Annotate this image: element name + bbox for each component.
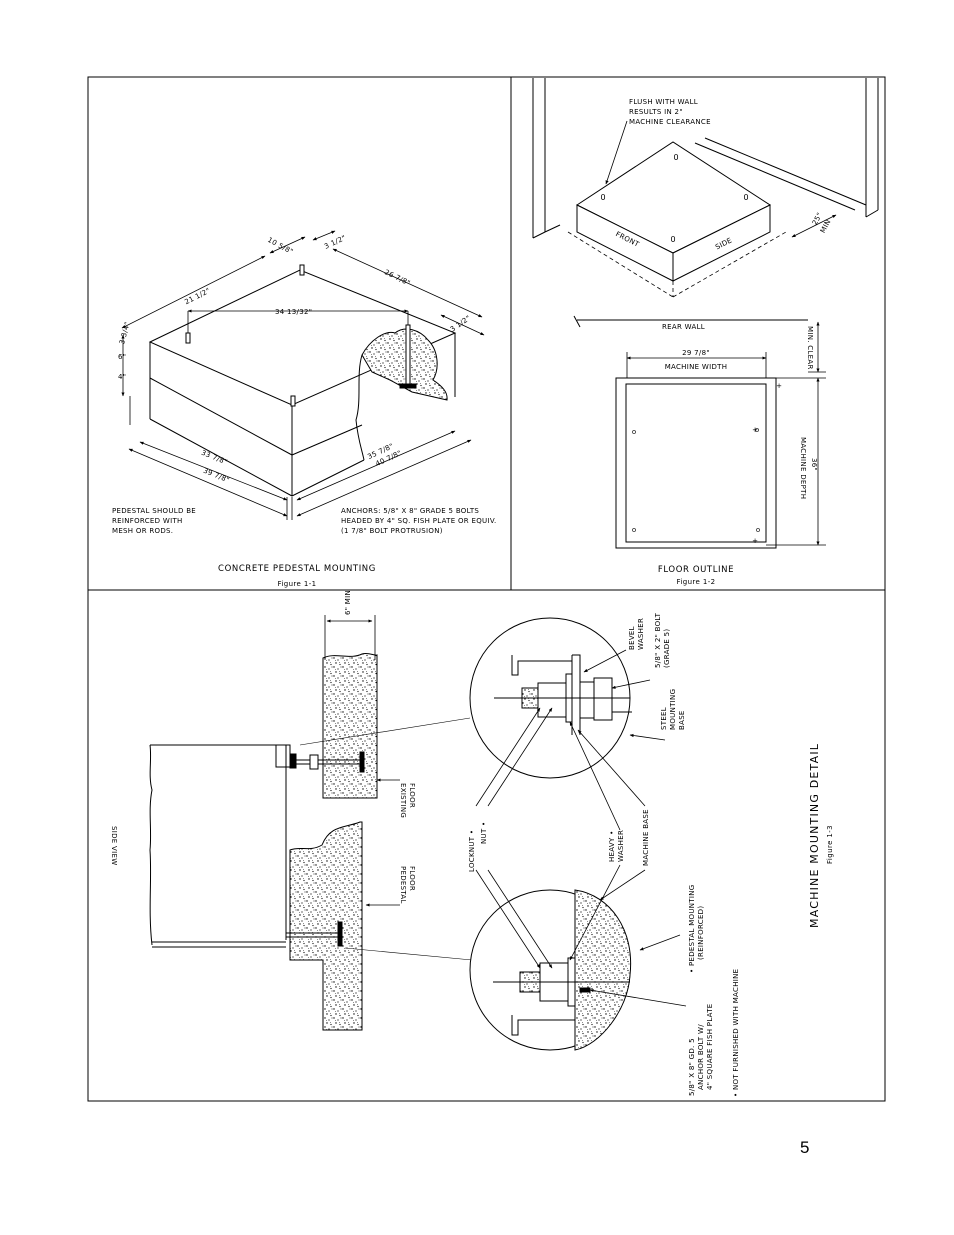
figure-1-2: 0 0 0 0 FLUSH WITH WALL RESULTS IN 2" MA… bbox=[532, 78, 879, 586]
bevel-washer-label-2: WASHER bbox=[637, 618, 645, 650]
figure-1-1: 10 5/8" 3 1/2" 21 1/2" 26 7/8" 34 13/32"… bbox=[112, 230, 497, 588]
pedestal-floor-slab bbox=[289, 821, 363, 1031]
svg-text:+: + bbox=[752, 537, 758, 545]
figure-frame bbox=[87, 76, 886, 1102]
figure-1-1-number: Figure 1-1 bbox=[277, 580, 316, 588]
heavy-washer-label-2: WASHER bbox=[617, 830, 625, 862]
svg-text:ANCHORS: 5/8" X 8" GRADE 5 BOL: ANCHORS: 5/8" X 8" GRADE 5 BOLTS bbox=[341, 507, 479, 515]
svg-text:o: o bbox=[756, 526, 760, 534]
depth-dimension bbox=[766, 377, 826, 546]
width-value: 29 7/8" bbox=[682, 349, 710, 357]
dim-3-1-2-right: 3 1/2" bbox=[449, 314, 472, 334]
pedestal-mounting-label-2: (REINFORCED) bbox=[697, 906, 705, 960]
svg-text:o: o bbox=[632, 428, 636, 436]
bevel-washer-label-1: BEVEL bbox=[628, 626, 636, 650]
pedestal-floor-label-2: FLOOR bbox=[408, 866, 416, 891]
plan-bolt-holes: o o o o + + + bbox=[632, 382, 782, 545]
steel-base-label-1: STEEL bbox=[660, 707, 668, 730]
steel-base-label-2: MOUNTING bbox=[669, 689, 677, 730]
width-dimension bbox=[626, 352, 767, 378]
floor-outline-dashes bbox=[567, 231, 787, 298]
anchor-bolt-label-2: ANCHOR BOLT W/ bbox=[697, 1024, 705, 1090]
machine-side-view bbox=[149, 744, 291, 948]
svg-text:o: o bbox=[755, 426, 759, 434]
depth-label: MACHINE DEPTH bbox=[799, 437, 807, 499]
svg-text:HEADED BY 4" SQ. FISH PLATE OR: HEADED BY 4" SQ. FISH PLATE OR EQUIV. bbox=[341, 517, 497, 525]
dim-4: 4" bbox=[118, 373, 126, 381]
figure-1-2-number: Figure 1-2 bbox=[676, 578, 715, 586]
figure-1-3: SIDE VIEW 6" MIN EXISTING F bbox=[110, 590, 834, 1097]
svg-text:0: 0 bbox=[670, 235, 675, 244]
existing-floor-slab bbox=[322, 652, 378, 799]
dim-26-7-8: 26 7/8" bbox=[383, 268, 411, 287]
pedestal-anchor-bolt bbox=[286, 921, 343, 947]
width-label: MACHINE WIDTH bbox=[665, 363, 728, 371]
figure-1-3-title: MACHINE MOUNTING DETAIL bbox=[808, 743, 821, 928]
bolt-top-label-1: 5/8" X 2" BOLT bbox=[654, 612, 662, 668]
svg-text:0: 0 bbox=[600, 193, 605, 202]
dim-3-1-2-top: 3 1/2" bbox=[323, 234, 347, 251]
anchor-bolt-label-3: 4" SQUARE FISH PLATE bbox=[706, 1003, 714, 1090]
svg-text:+: + bbox=[776, 382, 782, 390]
nut-label: NUT • bbox=[480, 822, 488, 845]
page-number: 5 bbox=[800, 1138, 810, 1157]
existing-anchor-bolt bbox=[289, 751, 365, 773]
dim-34-13-32: 34 13/32" bbox=[275, 308, 312, 316]
machine-outline bbox=[615, 377, 777, 549]
side-view-label: SIDE VIEW bbox=[110, 826, 118, 865]
cutaway-concrete bbox=[361, 328, 448, 401]
bolt-top-label-2: (GRADE 5) bbox=[663, 629, 671, 668]
svg-text:+: + bbox=[752, 426, 758, 434]
figure-1-3-number: Figure 1-3 bbox=[826, 825, 834, 864]
min-25-dimension bbox=[791, 214, 837, 238]
detail-connectors bbox=[299, 717, 473, 961]
svg-text:PEDESTAL SHOULD BE: PEDESTAL SHOULD BE bbox=[112, 507, 196, 515]
rear-walls bbox=[532, 78, 879, 239]
svg-text:RESULTS IN 2": RESULTS IN 2" bbox=[629, 108, 683, 116]
detail-leaders bbox=[475, 649, 687, 1007]
svg-text:MESH OR RODS.: MESH OR RODS. bbox=[112, 527, 173, 535]
svg-text:0: 0 bbox=[743, 193, 748, 202]
pedestal-note: PEDESTAL SHOULD BE REINFORCED WITH MESH … bbox=[112, 507, 196, 535]
pedestal-mounting-label-1: • PEDESTAL MOUNTING bbox=[688, 884, 696, 973]
six-min-dimension bbox=[324, 615, 376, 660]
heavy-washer-label-1: HEAVY • bbox=[608, 830, 616, 862]
floor-leaders bbox=[365, 778, 400, 907]
machine-base-label: MACHINE BASE bbox=[642, 809, 650, 866]
svg-text:(1 7/8" BOLT PROTRUSION): (1 7/8" BOLT PROTRUSION) bbox=[341, 527, 443, 535]
svg-text:FLUSH WITH WALL: FLUSH WITH WALL bbox=[629, 98, 698, 106]
min-clear-dimension bbox=[808, 321, 826, 373]
dim-3-3-4: 3 3/4" bbox=[118, 321, 132, 345]
depth-value: 36" bbox=[810, 458, 818, 471]
pedestal-floor-label-1: PEDESTAL bbox=[399, 866, 407, 904]
dim-33-7-8: 33 7/8" bbox=[200, 449, 229, 467]
anchors-note: ANCHORS: 5/8" X 8" GRADE 5 BOLTS HEADED … bbox=[341, 507, 497, 535]
machine-box bbox=[575, 141, 772, 282]
svg-text:o: o bbox=[632, 526, 636, 534]
dimension-lines bbox=[121, 230, 485, 520]
locknut-label: LOCKNUT • bbox=[468, 830, 476, 872]
figure-1-2-caption: FLOOR OUTLINE bbox=[658, 565, 734, 575]
min-clear-label: MIN. CLEAR bbox=[806, 326, 814, 370]
flush-note: FLUSH WITH WALL RESULTS IN 2" MACHINE CL… bbox=[629, 98, 711, 126]
detail-bottom bbox=[469, 889, 632, 1051]
not-furnished-label: • NOT FURNISHED WITH MACHINE bbox=[732, 969, 740, 1097]
svg-text:0: 0 bbox=[673, 153, 678, 162]
figure-1-1-caption: CONCRETE PEDESTAL MOUNTING bbox=[218, 564, 376, 574]
svg-text:MACHINE CLEARANCE: MACHINE CLEARANCE bbox=[629, 118, 711, 126]
existing-floor-label-1: EXISTING bbox=[399, 783, 407, 818]
existing-floor-label-2: FLOOR bbox=[408, 783, 416, 808]
dim-6: 6" bbox=[118, 353, 126, 361]
svg-text:REINFORCED WITH: REINFORCED WITH bbox=[112, 517, 183, 525]
detail-top bbox=[469, 617, 632, 779]
bolt-holes: 0 0 0 0 bbox=[600, 153, 748, 244]
six-min-label: 6" MIN bbox=[344, 590, 352, 615]
anchor-bolt-label-1: 5/8" X 8" GD. 5 bbox=[688, 1038, 696, 1096]
steel-base-label-3: BASE bbox=[678, 710, 686, 730]
rear-wall-label: REAR WALL bbox=[662, 323, 705, 331]
